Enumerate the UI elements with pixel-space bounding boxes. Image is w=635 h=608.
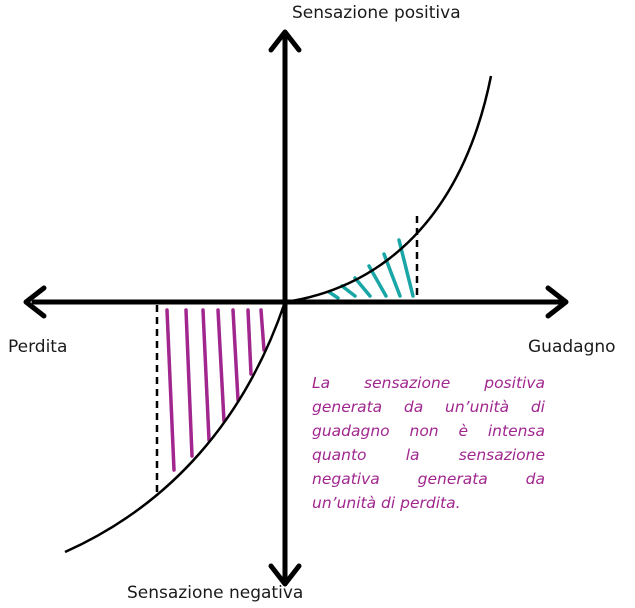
arrow-left-icon	[23, 285, 47, 319]
loss-hatch-line	[201, 308, 211, 442]
x-axis-gain-label: Guadagno	[528, 337, 616, 357]
loss-hatch-line	[231, 308, 240, 402]
y-axis-negative-label: Sensazione negativa	[127, 583, 304, 603]
gain-curve	[284, 75, 493, 304]
x-axis-loss-label: Perdita	[8, 337, 68, 357]
loss-hatch-line	[165, 308, 176, 472]
y-axis-positive-label: Sensazione positiva	[292, 3, 461, 23]
loss-area-hatching	[165, 308, 266, 472]
arrow-down-icon	[268, 563, 302, 587]
gain-hatch-line	[353, 276, 372, 298]
loss-curve	[64, 301, 287, 554]
explanation-note: La sensazione positiva generata da un’un…	[312, 374, 545, 512]
loss-hatch-line	[246, 308, 253, 376]
gain-hatch-line	[340, 284, 357, 298]
loss-hatch-line	[259, 308, 266, 352]
loss-hatch-line	[216, 308, 226, 423]
loss-hatch-line	[184, 308, 194, 458]
gain-hatch-line	[327, 290, 340, 300]
arrow-up-icon	[268, 29, 302, 53]
arrow-right-icon	[545, 285, 569, 319]
